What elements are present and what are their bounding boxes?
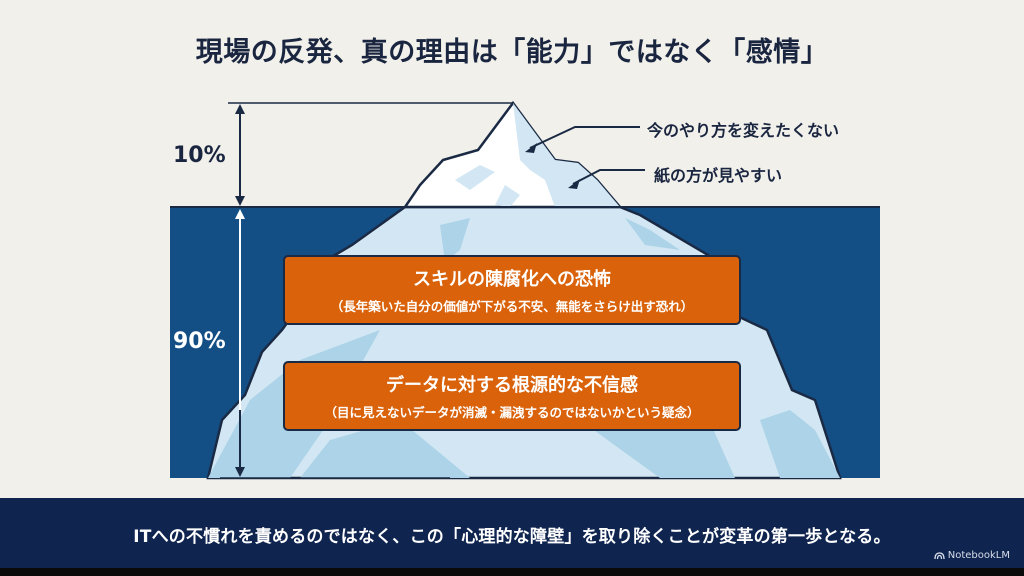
hidden-percentage-label: 90%	[173, 329, 226, 354]
hidden-reason-heading: データに対する根源的な不信感	[386, 375, 638, 396]
surface-reason-callout-1: 今のやり方を変えたくない	[647, 121, 840, 140]
hidden-reason-box-1: スキルの陳腐化への恐怖 （長年築いた自分の価値が下がる不安、無能をさらけ出す恐れ…	[283, 255, 741, 325]
arrow-pointer-icon	[525, 143, 537, 153]
brand-name: NotebookLM	[947, 550, 1010, 561]
visible-percentage-label: 10%	[173, 143, 226, 168]
arrow-pointer-icon	[568, 179, 580, 189]
footer-message: ITへの不慣れを責めるのではなく、この「心理的な障壁」を取り除くことが変革の第一…	[133, 527, 891, 547]
arrow-up-icon	[235, 209, 245, 219]
hidden-reason-detail: （長年築いた自分の価値が下がる不安、無能をさらけ出す恐れ）	[330, 299, 694, 314]
slide-title: 現場の反発、真の理由は「能力」ではなく「感情」	[195, 37, 829, 68]
footer-banner: ITへの不慣れを責めるのではなく、この「心理的な障壁」を取り除くことが変革の第一…	[0, 498, 1024, 568]
arrow-down-icon	[235, 467, 245, 477]
callout-leader-2	[572, 169, 645, 185]
surface-reason-callout-2: 紙の方が見やすい	[654, 166, 783, 185]
callout-leader-1	[529, 126, 640, 149]
brand-watermark: NotebookLM	[934, 550, 1010, 561]
notebooklm-logo-icon	[934, 552, 945, 560]
hidden-reason-heading: スキルの陳腐化への恐怖	[413, 269, 611, 290]
arrow-up-icon	[235, 104, 245, 114]
hidden-reason-box-2: データに対する根源的な不信感 （目に見えないデータが消滅・漏洩するのではないかと…	[283, 361, 741, 431]
bottom-edge	[0, 568, 1024, 576]
arrow-down-icon	[235, 196, 245, 206]
hidden-reason-detail: （目に見えないデータが消滅・漏洩するのではないかという疑念）	[324, 405, 700, 420]
